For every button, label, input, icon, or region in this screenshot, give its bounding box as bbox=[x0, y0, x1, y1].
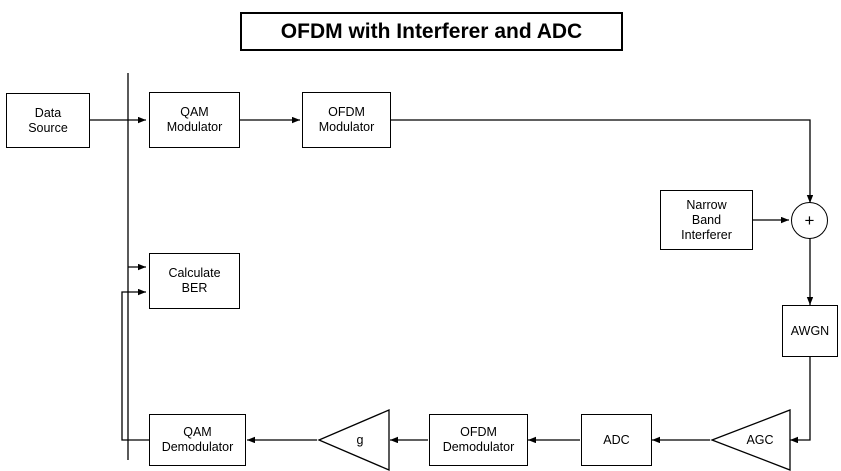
block-qam-demodulator: QAM Demodulator bbox=[149, 414, 246, 466]
block-ofdm-demodulator: OFDM Demodulator bbox=[429, 414, 528, 466]
block-adc-line1: ADC bbox=[603, 432, 630, 447]
block-narrow-band-interferer: Narrow Band Interferer bbox=[660, 190, 753, 250]
block-calculate-ber-line2: BER bbox=[181, 281, 208, 295]
block-data-source: Data Source bbox=[6, 93, 90, 148]
block-qam-modulator-line1: QAM bbox=[180, 105, 209, 119]
block-ofdm-modulator: OFDM Modulator bbox=[302, 92, 391, 148]
block-adc: ADC bbox=[581, 414, 652, 466]
block-ofdm-demodulator-line1: OFDM bbox=[460, 425, 497, 439]
block-calculate-ber-line1: Calculate bbox=[168, 266, 221, 280]
block-narrow-band-interferer-line2: Band bbox=[691, 212, 722, 227]
diagram-title-box: OFDM with Interferer and ADC bbox=[240, 12, 623, 51]
summing-junction-symbol: + bbox=[804, 210, 815, 230]
block-ofdm-demodulator-line2: Demodulator bbox=[442, 440, 515, 454]
block-calculate-ber: Calculate BER bbox=[149, 253, 240, 309]
block-qam-modulator-line2: Modulator bbox=[166, 120, 223, 134]
block-qam-modulator: QAM Modulator bbox=[149, 92, 240, 148]
block-gain-label: g bbox=[356, 433, 364, 447]
block-data-source-line1: Data bbox=[34, 105, 62, 120]
block-agc: AGC bbox=[710, 409, 791, 471]
block-summing-junction: + bbox=[791, 202, 828, 239]
block-narrow-band-interferer-line3: Interferer bbox=[681, 227, 732, 242]
block-agc-label: AGC bbox=[746, 433, 774, 447]
block-ofdm-modulator-line2: Modulator bbox=[318, 120, 375, 134]
block-qam-demodulator-line2: Demodulator bbox=[161, 440, 234, 454]
block-qam-demodulator-line1: QAM bbox=[183, 425, 212, 439]
block-ofdm-modulator-line1: OFDM bbox=[328, 105, 365, 119]
block-gain: g bbox=[317, 409, 390, 471]
block-awgn: AWGN bbox=[782, 305, 838, 357]
block-awgn-line1: AWGN bbox=[790, 323, 830, 338]
block-narrow-band-interferer-line1: Narrow bbox=[686, 197, 727, 212]
page-title: OFDM with Interferer and ADC bbox=[280, 19, 583, 43]
block-data-source-line2: Source bbox=[28, 120, 68, 135]
